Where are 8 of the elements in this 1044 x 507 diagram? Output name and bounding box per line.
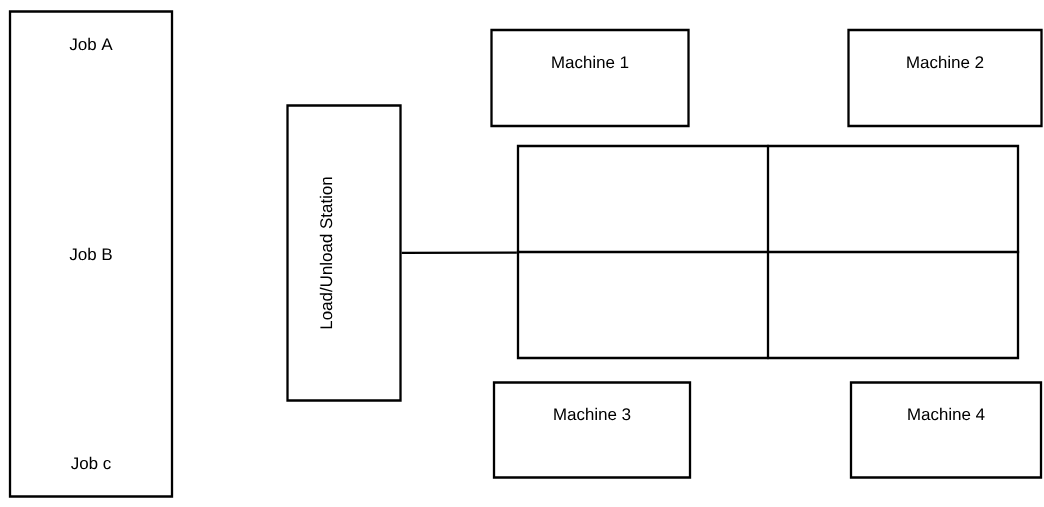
track-grid: [516, 144, 1020, 360]
connector-line: [401, 251, 517, 254]
machine-box: Machine 4: [849, 381, 1043, 479]
job-list-box: Job A Job B Job c: [8, 10, 174, 498]
machine-box: Machine 3: [492, 381, 692, 479]
machine-box: Machine 2: [847, 28, 1043, 128]
station-box: Load/Unload Station: [286, 104, 402, 402]
machine-box: Machine 1: [490, 28, 690, 128]
